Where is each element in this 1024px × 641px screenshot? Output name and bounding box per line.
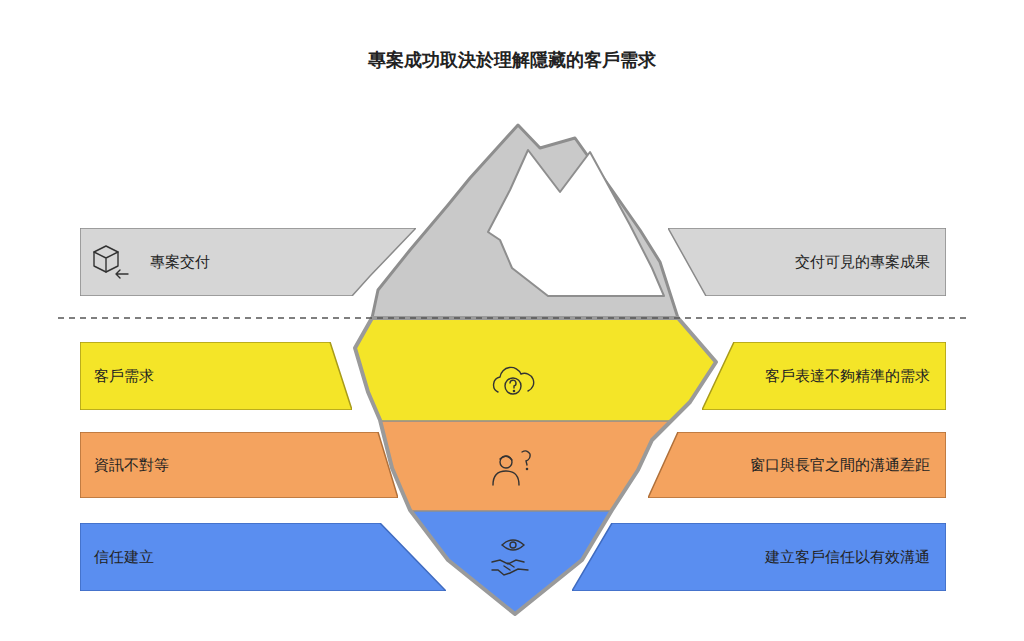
iceberg-snow [488,150,664,296]
cloud-question-icon [494,367,534,394]
person-icon [493,451,530,485]
band-text: 信任建立 [94,547,314,567]
iceberg-band-label: 資訊不對等 [80,432,398,498]
band-text: 客戶需求 [94,366,294,386]
band-text: 資訊不對等 [94,455,314,475]
eye-handshake-icon [492,540,528,575]
iceberg-top [372,125,678,318]
band-text: 客戶表達不夠精準的需求 [762,366,930,386]
band-text: 交付可見的專案成果 [768,252,930,272]
iceberg-band-label: 客戶需求 [80,342,352,410]
band-text: 建立客戶信任以有效溝通 [732,547,930,567]
iceberg-band-label: 信任建立 [80,523,446,591]
band-shape [80,228,416,296]
band-text: 窗口與長官之間的溝通差距 [738,455,930,475]
band-text: 專案交付 [150,252,330,272]
water-line [58,317,968,319]
box-delivery-icon [90,240,134,284]
iceberg-band-label: 建立客戶信任以有效溝通 [572,523,946,591]
iceberg-band-label: 客戶表達不夠精準的需求 [702,342,946,410]
diagram-title: 專案成功取決於理解隱藏的客戶需求 [0,48,1024,72]
iceberg-band-label: 專案交付 [80,228,416,296]
iceberg-band-label: 交付可見的專案成果 [668,228,946,296]
iceberg-band-label: 窗口與長官之間的溝通差距 [648,432,946,498]
